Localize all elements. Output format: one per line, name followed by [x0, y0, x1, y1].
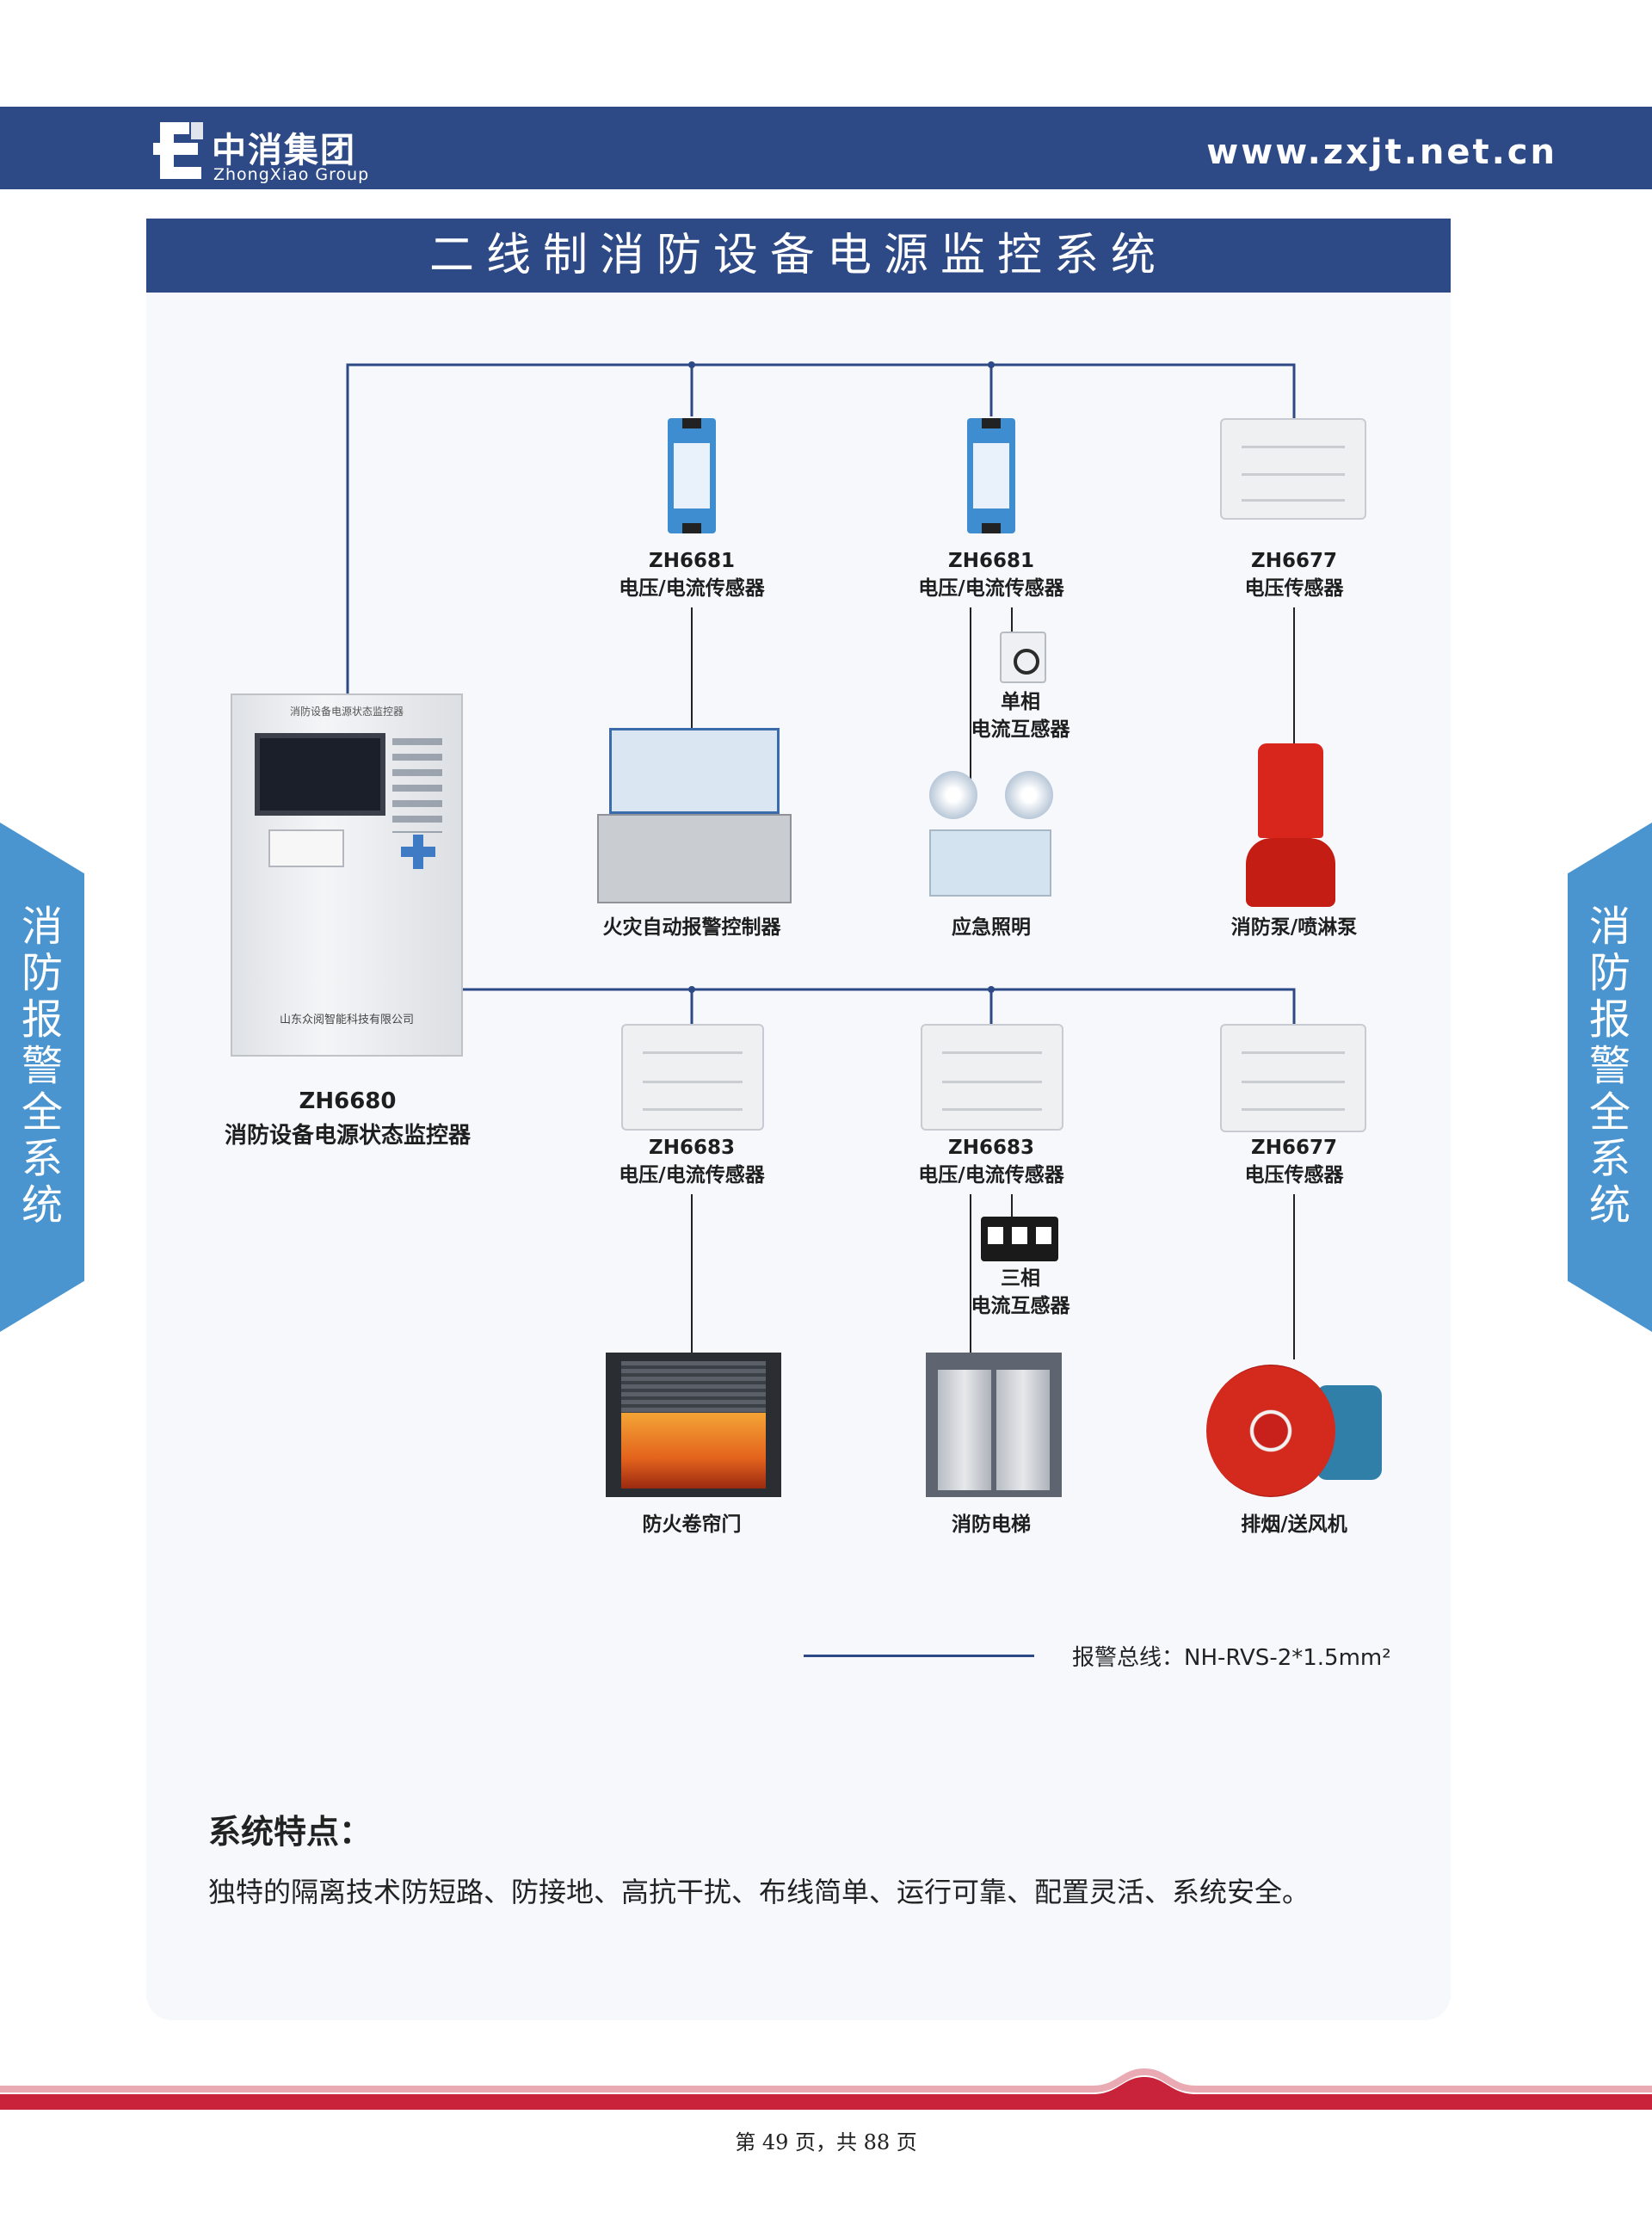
- page-number: 第 49 页，共 88 页: [735, 2130, 917, 2154]
- fire-alarm-controller-icon: [597, 728, 792, 903]
- zh6681-sensor-1-icon: [668, 418, 716, 533]
- single-phase-ct-label: 单相电流互感器: [971, 691, 1070, 741]
- fire-shutter-door-icon: [606, 1353, 781, 1497]
- features-title: 系统特点：: [208, 1813, 373, 1851]
- legend-text: 报警总线：NH-RVS-2*1.5mm²: [1072, 1645, 1391, 1671]
- cabinet-panel-text: 消防设备电源状态监控器: [289, 706, 404, 718]
- fire-alarm-controller-label: 火灾自动报警控制器: [602, 916, 781, 939]
- three-phase-ct-label: 三相电流互感器: [971, 1267, 1070, 1317]
- smoke-exhaust-fan-icon: [1206, 1359, 1382, 1502]
- smoke-exhaust-fan-label: 排烟/送风机: [1241, 1513, 1347, 1536]
- fire-shutter-door-label: 防火卷帘门: [642, 1513, 742, 1536]
- side-tab-right-label: 消防报警全系统: [1588, 903, 1630, 1230]
- header-bar: [0, 107, 1652, 189]
- website-url[interactable]: www.zxjt.net.cn: [1206, 133, 1557, 172]
- fire-pump-label: 消防泵/喷淋泵: [1230, 916, 1358, 939]
- legend-bus-line: [804, 1655, 1034, 1657]
- controller-cabinet: 消防设备电源状态监控器 山东众阅智能科技有限公司: [231, 693, 463, 1057]
- zh6681-sensor-2-icon: [967, 418, 1015, 533]
- cabinet-screen: [255, 733, 385, 816]
- three-phase-ct-icon: [981, 1217, 1058, 1261]
- cabinet-maker-text: 山东众阅智能科技有限公司: [279, 1014, 414, 1026]
- zhongxiao-logo-icon: [153, 122, 203, 179]
- emergency-lighting-label: 应急照明: [952, 916, 1031, 939]
- fire-pump-icon: [1239, 743, 1342, 907]
- features-text: 独特的隔离技术防短路、防接地、高抗干扰、布线简单、运行可靠、配置灵活、系统安全。: [208, 1876, 1310, 1908]
- title-bar: [146, 219, 1451, 293]
- emergency-lighting-icon: [926, 771, 1055, 900]
- side-tab-right: [1568, 823, 1652, 1332]
- zh6677-sensor-1-icon: [1220, 418, 1366, 520]
- page-title: 二线制消防设备电源监控系统: [428, 230, 1168, 281]
- fire-elevator-icon: [926, 1353, 1062, 1497]
- cabinet-keypad: [392, 738, 442, 833]
- single-phase-ct-icon: [1000, 632, 1046, 683]
- side-tab-left-label: 消防报警全系统: [21, 903, 63, 1230]
- fire-elevator-label: 消防电梯: [952, 1513, 1031, 1536]
- zh6683-sensor-2-icon: [921, 1024, 1063, 1131]
- zh6677-sensor-2-icon: [1220, 1024, 1366, 1132]
- cabinet-dpad-icon: [401, 835, 435, 869]
- bottom-bus-line: [456, 988, 1296, 1024]
- cabinet-printer: [268, 829, 344, 867]
- logo-text-cn: 中消集团: [212, 131, 356, 170]
- logo-text-en: ZhongXiao Group: [213, 165, 370, 184]
- footer-band: [0, 2068, 1652, 2110]
- top-bus-line: [346, 363, 1296, 693]
- side-tab-left: [0, 823, 84, 1332]
- zh6683-sensor-1-icon: [621, 1024, 764, 1131]
